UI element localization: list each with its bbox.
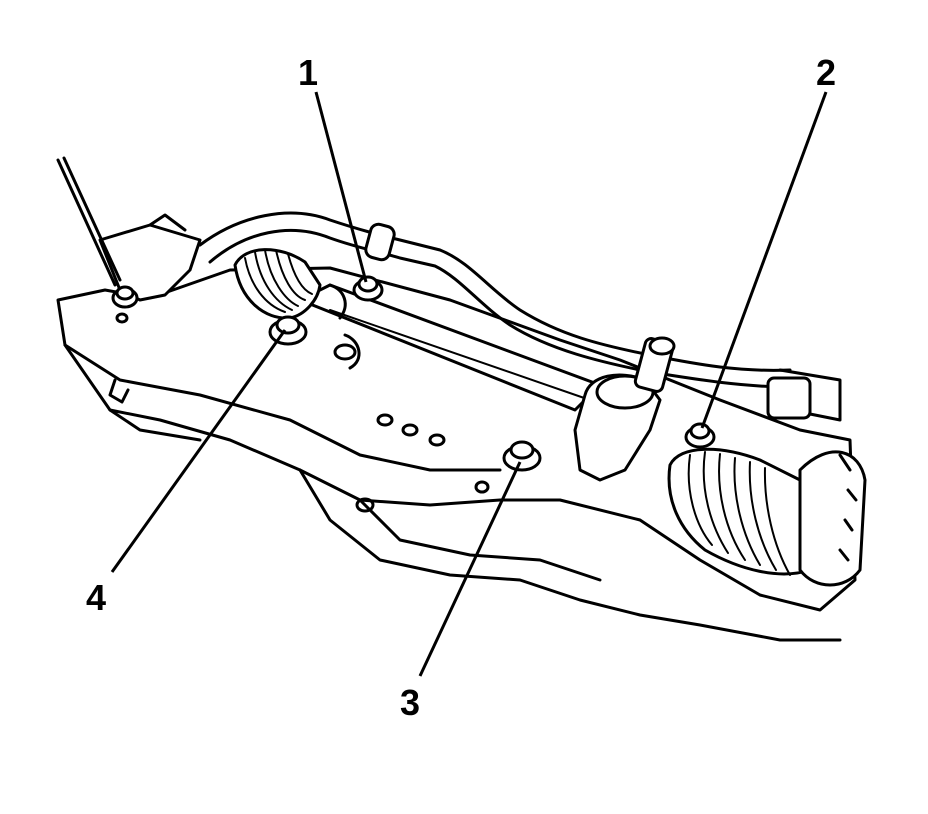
callout-label-4: 4 [86,577,106,618]
callout-label-1: 1 [298,52,318,93]
left-boot [233,248,322,320]
leader-line-1 [314,91,368,283]
left-bracket [98,213,202,404]
leader-lines [110,91,828,677]
left-rod [56,156,122,287]
bolt-3 [502,440,542,472]
bolt-2 [684,422,716,449]
stabilizer-tube [198,211,842,422]
callout-label-3: 3 [400,682,420,723]
bolt-left-bracket [111,285,139,309]
leader-line-3 [418,461,522,677]
crossmember [56,266,857,642]
right-end [798,450,867,587]
bolt-1 [352,275,384,302]
right-boot [667,447,812,576]
callout-label-2: 2 [816,52,836,93]
valve-housing [573,336,676,482]
bolts [111,275,716,472]
leader-line-2 [700,91,828,429]
leader-line-4 [110,329,287,573]
